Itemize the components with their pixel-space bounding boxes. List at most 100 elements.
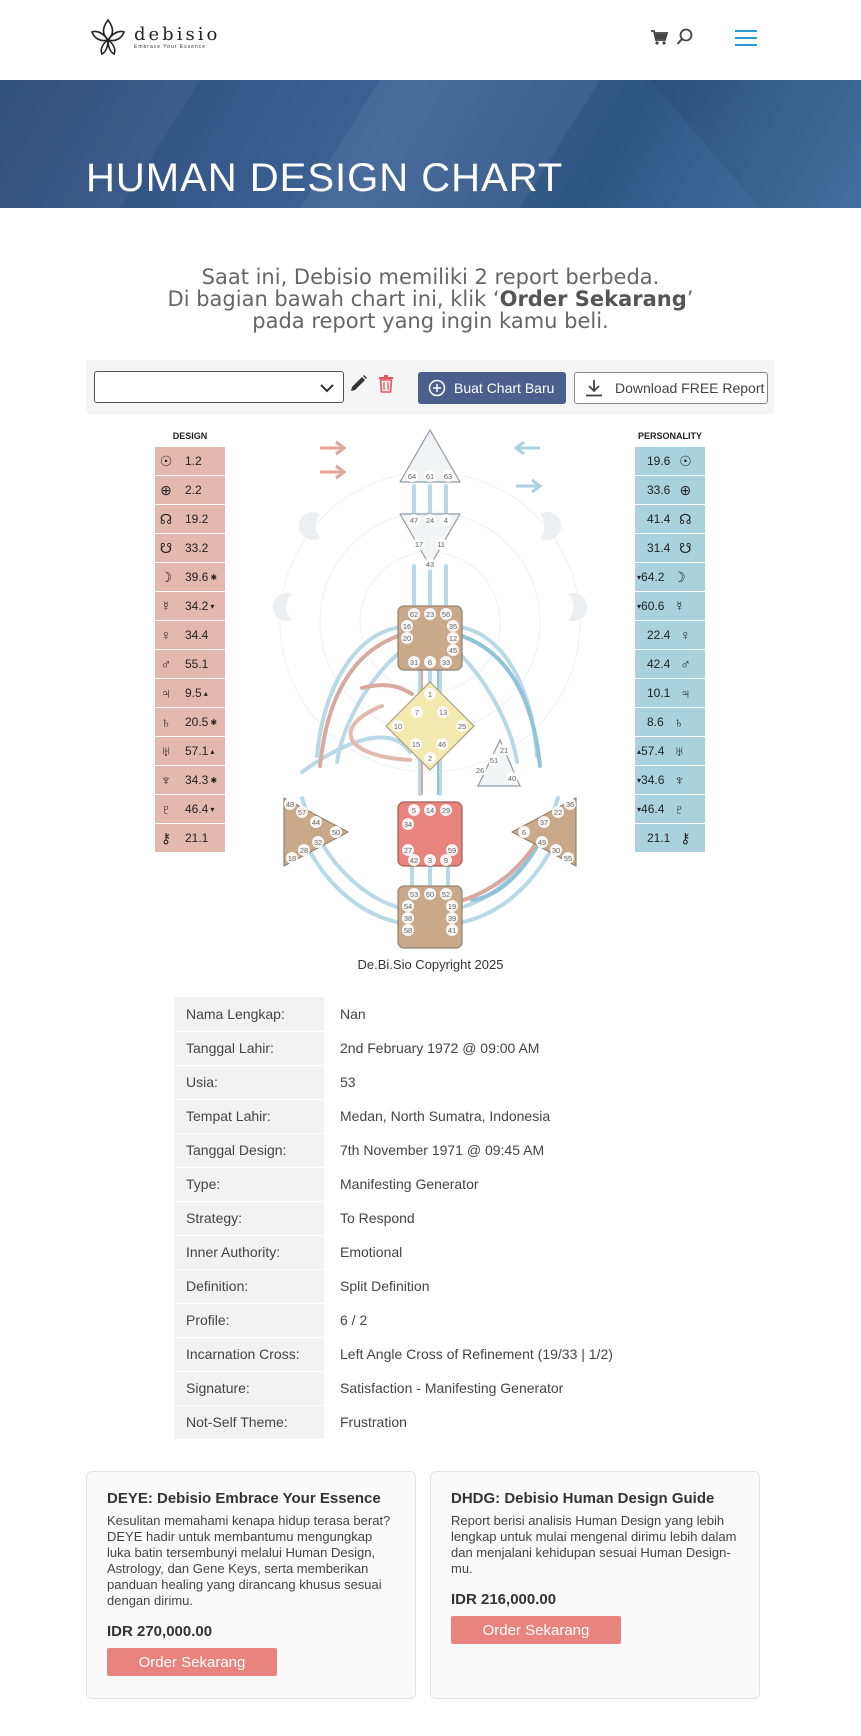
detail-value: 6 / 2 [324,1303,694,1338]
gate-label: 57 [296,806,308,818]
gate-circle [446,844,458,856]
chart-toolbar: Buat Chart Baru Download FREE Report [86,360,774,414]
gate-line: 64.2 [641,570,665,584]
gate-number: 62 [410,610,418,619]
intro-line-2-prefix: Di bagian bawah chart ini, klik ‘ [167,287,500,311]
intro-line-2-bold: Order Sekarang [499,287,687,311]
hamburger-menu-icon[interactable] [735,30,757,46]
product-title: DEYE: Debisio Embrace Your Essence [107,1490,381,1507]
detail-value: Nan [324,997,694,1032]
search-icon[interactable] [676,28,694,46]
gate-label: 58 [402,924,414,936]
gate-number: 9 [444,856,448,865]
gate-circle [550,844,562,856]
detail-value: Split Definition [324,1269,694,1304]
gate-label: 23 [424,608,436,620]
gate-line: 33.2 [185,541,209,555]
gate-label: 12 [447,632,459,644]
gate-circle [424,514,436,526]
gate-number: 30 [552,846,560,855]
gate-number: 44 [312,818,320,827]
gate-circle [446,900,458,912]
fixing-mark: ▾ [210,804,215,814]
saved-chart-select[interactable] [94,371,344,403]
gate-label: 52 [440,888,452,900]
download-report-button[interactable]: Download FREE Report [574,372,768,404]
gate-circle [402,912,414,924]
order-now-button[interactable]: Order Sekarang [107,1648,277,1676]
venus-icon: ♀ [160,627,172,643]
gate-circle [402,924,414,936]
new-chart-button-label: Buat Chart Baru [454,380,555,396]
gate-label: 38 [402,912,414,924]
gate-number: 6 [522,828,526,837]
detail-label: Tanggal Design: [174,1133,324,1168]
gate-number: 33 [442,658,450,667]
gate-number: 14 [426,806,434,815]
jupiter-icon: ♃ [160,685,172,701]
gate-line: 9.5 [185,686,202,700]
gate-circle [424,854,436,866]
gate-circle [437,706,449,718]
gate-line: 42.4 [647,657,671,671]
gate-line: 33.6 [647,483,671,497]
earth-icon: ⊕ [160,481,172,498]
pencil-icon[interactable] [348,374,368,394]
gate-number: 39 [448,914,456,923]
detail-value: Emotional [324,1235,694,1270]
uranus-icon: ♅ [160,743,172,759]
crescent-moon-icon [272,593,292,621]
gate-number: 10 [394,722,402,731]
gate-number: 18 [288,854,296,863]
fixing-mark: ▴ [210,746,215,756]
chevron-down-icon [320,384,334,393]
page-hero: HUMAN DESIGN CHART [0,80,861,208]
gate-label: 36 [564,798,576,810]
gate-line: 22.4 [647,628,671,642]
gate-label: 39 [446,912,458,924]
order-now-button[interactable]: Order Sekarang [451,1616,621,1644]
uranus-icon: ♅ [674,743,685,759]
gate-circle [446,912,458,924]
cart-icon[interactable] [650,28,668,46]
gate-number: 4 [444,516,448,525]
gate-circle [424,470,436,482]
gate-number: 42 [410,856,418,865]
sun-icon: ☉ [159,452,173,469]
gate-label: 42 [408,854,420,866]
gate-label: 11 [435,538,447,550]
detail-label: Inner Authority: [174,1235,324,1270]
gate-number: 64 [408,472,416,481]
gate-number: 58 [404,926,412,935]
gate-line: 21.1 [185,831,209,845]
detail-value: Medan, North Sumatra, Indonesia [324,1099,694,1134]
gate-circle [408,656,420,668]
detail-value: Satisfaction - Manifesting Generator [324,1371,694,1406]
new-chart-button[interactable]: Buat Chart Baru [418,372,566,404]
gate-number: 31 [410,658,418,667]
gate-number: 46 [438,740,446,749]
gate-number: 37 [540,818,548,827]
gate-label: 3 [424,854,436,866]
gate-line: 19.6 [647,454,671,468]
fixing-mark: ▾ [637,601,642,611]
fixing-mark: ▾ [637,775,642,785]
g-center [385,681,475,771]
gate-line: 57.4 [641,744,665,758]
gate-label: 17 [413,538,425,550]
gate-line: 1.2 [185,454,202,468]
fixing-mark: ▾ [210,601,215,611]
gate-label: 33 [440,656,452,668]
venus-icon: ♀ [680,627,691,643]
plus-circle-icon [428,379,446,397]
trash-icon[interactable] [378,374,394,394]
gate-label: 26 [474,764,486,776]
site-logo[interactable]: debisio Embrace Your Essence [88,16,220,58]
activation-row: ♆34.3✱ [155,766,225,794]
gate-label: 55 [562,852,574,864]
detail-row: Nama Lengkap:Nan [174,997,694,1032]
download-report-button-label: Download FREE Report [615,380,765,396]
gate-line: 39.6 [185,570,209,584]
gate-label: 37 [538,816,550,828]
